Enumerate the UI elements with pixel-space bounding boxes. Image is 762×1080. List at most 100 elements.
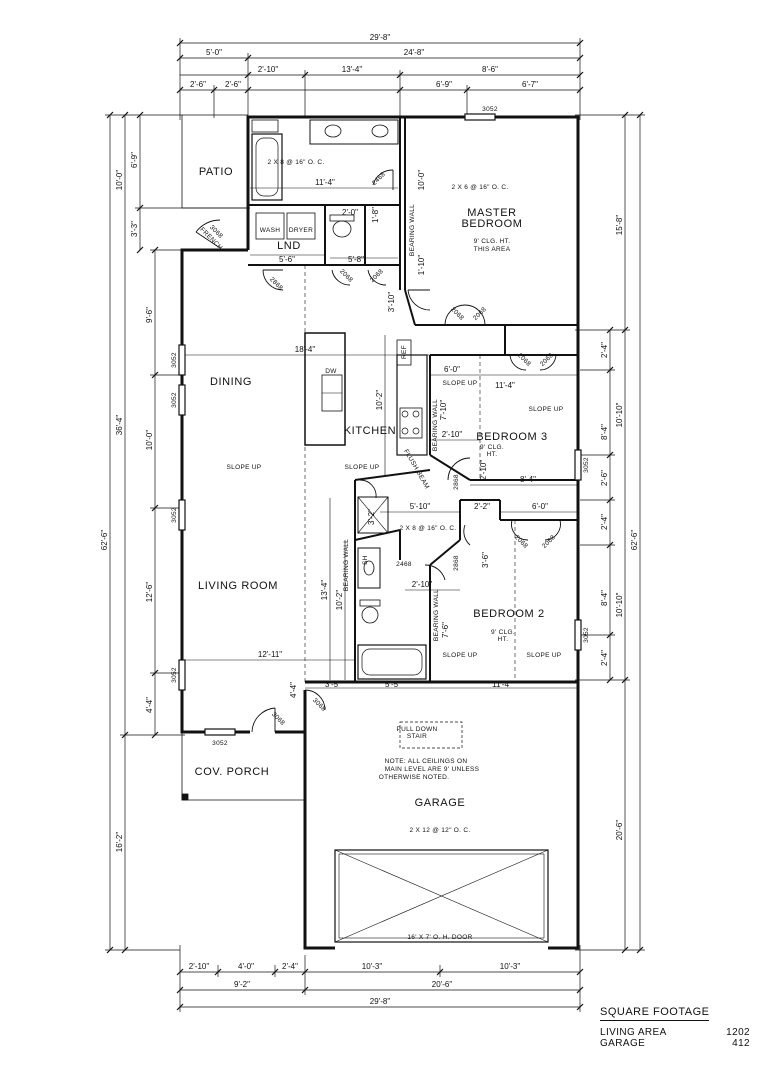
slope-note-kitchen: SLOPE UP	[345, 464, 380, 471]
slope-note-br3-b: SLOPE UP	[529, 406, 564, 413]
br2-ceiling-note-line1: 9' CLG.	[491, 629, 515, 636]
hall-shower	[357, 496, 389, 534]
dim-right-r7: 10'-10"	[615, 592, 624, 617]
dim-left-living-depth: 36'-4"	[115, 415, 124, 436]
dim-top-d2: 2'-6"	[225, 80, 241, 89]
kitchen-counter	[396, 354, 428, 456]
dim-bath-width: 11'-4"	[315, 178, 335, 187]
living-area-label: LIVING AREA	[600, 1027, 667, 1038]
door-tag-mbath: 2468	[371, 171, 387, 187]
dim-left-patio-a: 6'-9"	[130, 152, 139, 168]
dim-top-overall: 29'-8"	[370, 33, 391, 42]
dim-m1: 1'-8"	[371, 207, 380, 223]
dim-living-width: 12'-11"	[258, 650, 282, 659]
dim-hall-width: 5'-10"	[410, 502, 431, 511]
dim-right-overall: 62'-6"	[630, 530, 639, 551]
interior-walls	[248, 117, 578, 683]
slope-note-br2-b: SLOPE UP	[527, 652, 562, 659]
slope-note-br3-a: SLOPE UP	[443, 380, 478, 387]
garage-door-note: 16' X 7' O. H. DOOR	[407, 934, 472, 941]
room-master-bedroom-line2: BEDROOM	[461, 218, 522, 230]
dim-bottom-b2: 20'-6"	[432, 980, 453, 989]
br3-ceiling-note-line1: 9' CLG.	[480, 444, 504, 451]
dim-garage-g2: 5'-5"	[385, 680, 401, 689]
dim-hall-w1: 2'-2"	[474, 502, 490, 511]
bath2-toilet-tank	[359, 599, 381, 607]
dim-right-r4: 2'-6"	[600, 470, 609, 486]
top-dimensions	[179, 38, 581, 120]
range	[399, 407, 423, 439]
dim-bath2-width: 10'-2"	[335, 590, 344, 611]
dim-right-r2: 10'-10"	[615, 402, 624, 427]
dim-left-dining-b: 10'-0"	[145, 430, 154, 451]
dim-bottom-a5: 10'-3"	[500, 962, 521, 971]
bearing-wall-note-3: BEARING WALL	[343, 539, 350, 591]
bath2-vanity	[357, 547, 381, 589]
dim-right-r3: 8'-4"	[600, 424, 609, 440]
windows	[178, 113, 582, 736]
dim-garage-g4: 4'-4"	[289, 682, 298, 698]
room-labels: PATIO MASTER BEDROOM 9' CLG. HT. THIS AR…	[195, 166, 547, 809]
bath2-tub	[357, 644, 427, 680]
label-wash: WASH	[260, 227, 280, 234]
door-tag-entry: 3068	[270, 711, 286, 727]
dim-bottom-overall: 29'-8"	[370, 997, 391, 1006]
window-tag-dining-1: 3052	[171, 352, 178, 368]
master-ceiling-note-line2: THIS AREA	[474, 246, 511, 253]
garage-area-label: GARAGE	[600, 1038, 646, 1049]
left-dimensions	[105, 114, 250, 951]
dim-hall-w2: 2'-10"	[412, 580, 433, 589]
dim-m2: 1'-10"	[417, 255, 426, 276]
dim-bottom-a3: 2'-4"	[282, 962, 298, 971]
door-tag-br2: 2868	[453, 555, 460, 571]
bottom-dimension-labels: 2'-10" 4'-0" 2'-4" 10'-3" 10'-3" 9'-2" 2…	[189, 962, 521, 1006]
dim-br3-width-3: 8'-4"	[520, 475, 536, 484]
pull-down-stair-line2: STAIR	[407, 733, 427, 740]
patio-outline	[181, 115, 248, 209]
left-dimension-labels: 62'-6" 36'-4" 16'-2" 10'-0" 6'-9" 3'-3" …	[100, 152, 154, 852]
slope-note-br2-a: SLOPE UP	[443, 652, 478, 659]
room-kitchen: KITCHEN	[344, 425, 396, 437]
bearing-wall-note-2: BEARING WALL	[432, 399, 439, 451]
dim-top-d1: 2'-6"	[190, 80, 206, 89]
dim-right-master: 15'-8"	[615, 215, 624, 236]
door-tag-hall: 2868	[453, 474, 460, 490]
dim-laundry-width: 5'-6"	[279, 255, 295, 264]
label-shelf: SH	[362, 555, 369, 565]
label-refrigerator: REF	[401, 345, 408, 359]
dim-garage-g1: 3'-5"	[325, 680, 341, 689]
dim-left-dining-a: 9'-6"	[145, 307, 154, 323]
garage-door	[334, 849, 549, 943]
washer	[255, 212, 285, 240]
dim-kitchen-height: 10'-2"	[375, 390, 384, 411]
dim-left-living-b: 12'-6"	[145, 582, 154, 603]
framing-note-bath: 2 X 8 @ 16" O. C.	[268, 159, 325, 166]
room-patio: PATIO	[199, 166, 233, 178]
master-tub	[251, 133, 283, 201]
dim-kitchen-width: 18'-4"	[295, 345, 316, 354]
ceiling-note-line2: MAIN LEVEL ARE 9' UNLESS	[385, 766, 480, 773]
window-tag-br3: 3052	[583, 457, 590, 473]
window-tag-living-low: 3052	[171, 667, 178, 683]
porch-outline	[181, 732, 305, 801]
master-shower	[251, 119, 279, 133]
dim-right-r1: 2'-4"	[600, 342, 609, 358]
dim-right-r8: 2'-4"	[600, 650, 609, 666]
dim-left-patio-b: 3'-3"	[130, 221, 139, 237]
door-tag-closet-3: 2068	[513, 534, 529, 550]
framing-note-mid: 2 X 8 @ 16" O. C.	[400, 525, 457, 532]
ceiling-break-lines	[304, 265, 516, 682]
door-tag-master-2: 2068	[472, 306, 488, 322]
dim-right-r6: 8'-4"	[600, 590, 609, 606]
window-tags: 3052 3052 3052 3052 3052 3052 3052 3052	[171, 106, 590, 747]
dim-top-d3: 6'-9"	[436, 80, 452, 89]
room-bedroom-2: BEDROOM 2	[473, 608, 544, 620]
room-garage: GARAGE	[415, 797, 466, 809]
left-dimension-ticks	[106, 111, 159, 954]
dryer	[286, 212, 316, 240]
living-area-row: LIVING AREA 1202	[600, 1027, 750, 1038]
dim-br3-width-2: 11'-4"	[495, 381, 515, 390]
slope-note-dining: SLOPE UP	[227, 464, 262, 471]
bearing-wall-note-4: BEARING WALL	[433, 589, 440, 641]
